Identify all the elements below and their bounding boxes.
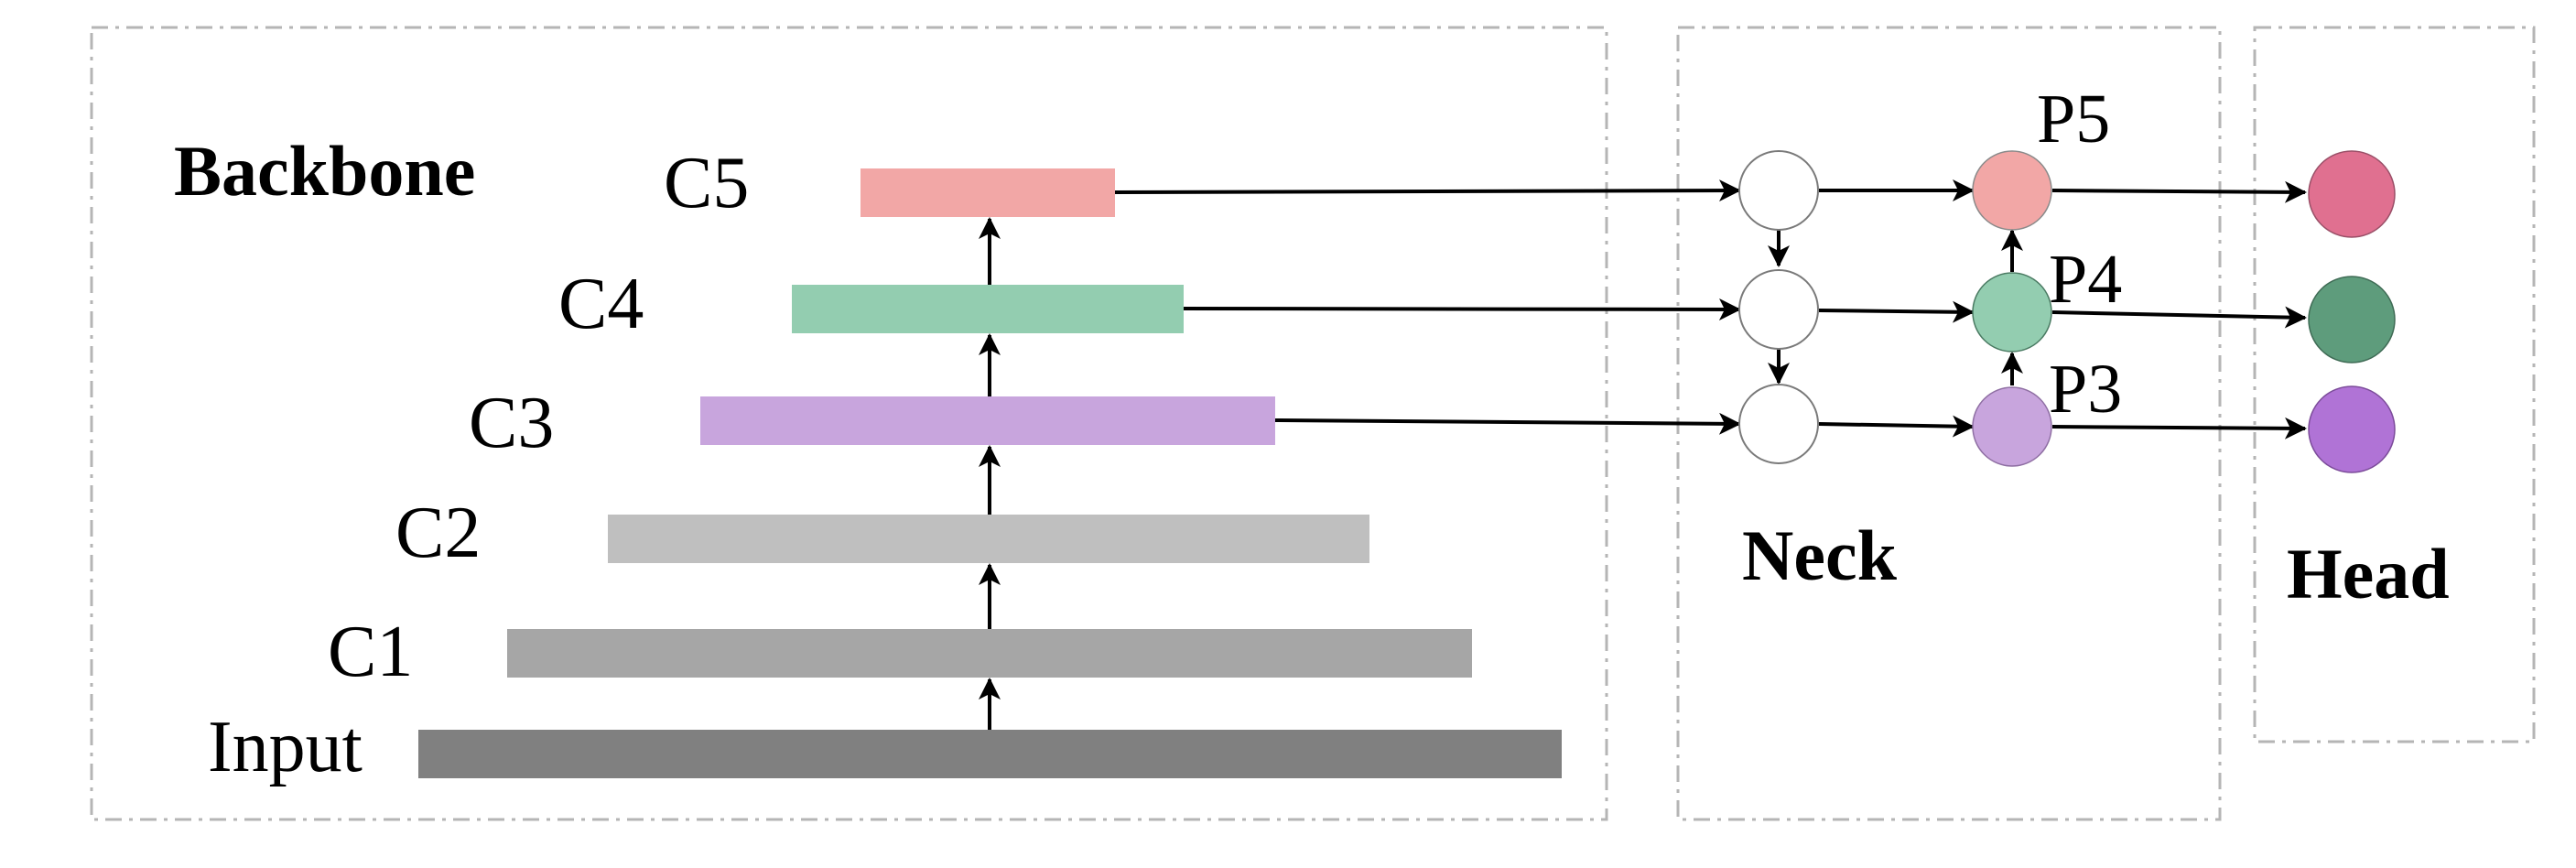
bar-c3 xyxy=(700,396,1275,445)
label-c2: C2 xyxy=(395,493,481,573)
arrow-p5-head xyxy=(2051,180,2307,203)
backbone-box xyxy=(90,26,1608,821)
label-c1: C1 xyxy=(328,612,413,692)
arrow-p3-head xyxy=(2051,417,2307,439)
head-node-3 xyxy=(2308,385,2396,473)
neck-title: Neck xyxy=(1742,515,1898,595)
neck-td-node-5 xyxy=(1738,150,1819,231)
label-input: Input xyxy=(208,707,363,787)
arrow-neck-h3 xyxy=(1818,415,1975,438)
neck-node-p3 xyxy=(1972,386,2052,467)
arrow-c5-neck xyxy=(1114,179,1741,202)
neck-node-p5 xyxy=(1972,150,2052,231)
neck-node-p4 xyxy=(1972,272,2052,353)
bar-input xyxy=(418,730,1562,778)
arrow-c3-neck xyxy=(1274,412,1741,435)
label-c3: C3 xyxy=(469,383,554,463)
neck-td-node-4 xyxy=(1738,269,1819,350)
head-node-4 xyxy=(2308,276,2396,363)
head-node-5 xyxy=(2308,150,2396,238)
bar-c1 xyxy=(507,629,1472,678)
bar-c2 xyxy=(608,515,1369,563)
bar-c4 xyxy=(792,285,1184,333)
bar-c5 xyxy=(860,168,1115,217)
label-p5: P5 xyxy=(2037,81,2110,157)
label-c5: C5 xyxy=(664,143,749,223)
label-c4: C4 xyxy=(558,264,644,344)
label-p4: P4 xyxy=(2049,241,2122,318)
head-box xyxy=(2253,26,2536,743)
head-title: Head xyxy=(2287,534,2450,613)
neck-td-node-3 xyxy=(1738,384,1819,464)
arrow-neck-h4 xyxy=(1818,300,1975,323)
backbone-title: Backbone xyxy=(174,131,475,211)
arrow-p4-head xyxy=(2051,306,2307,329)
label-p3: P3 xyxy=(2049,351,2122,428)
